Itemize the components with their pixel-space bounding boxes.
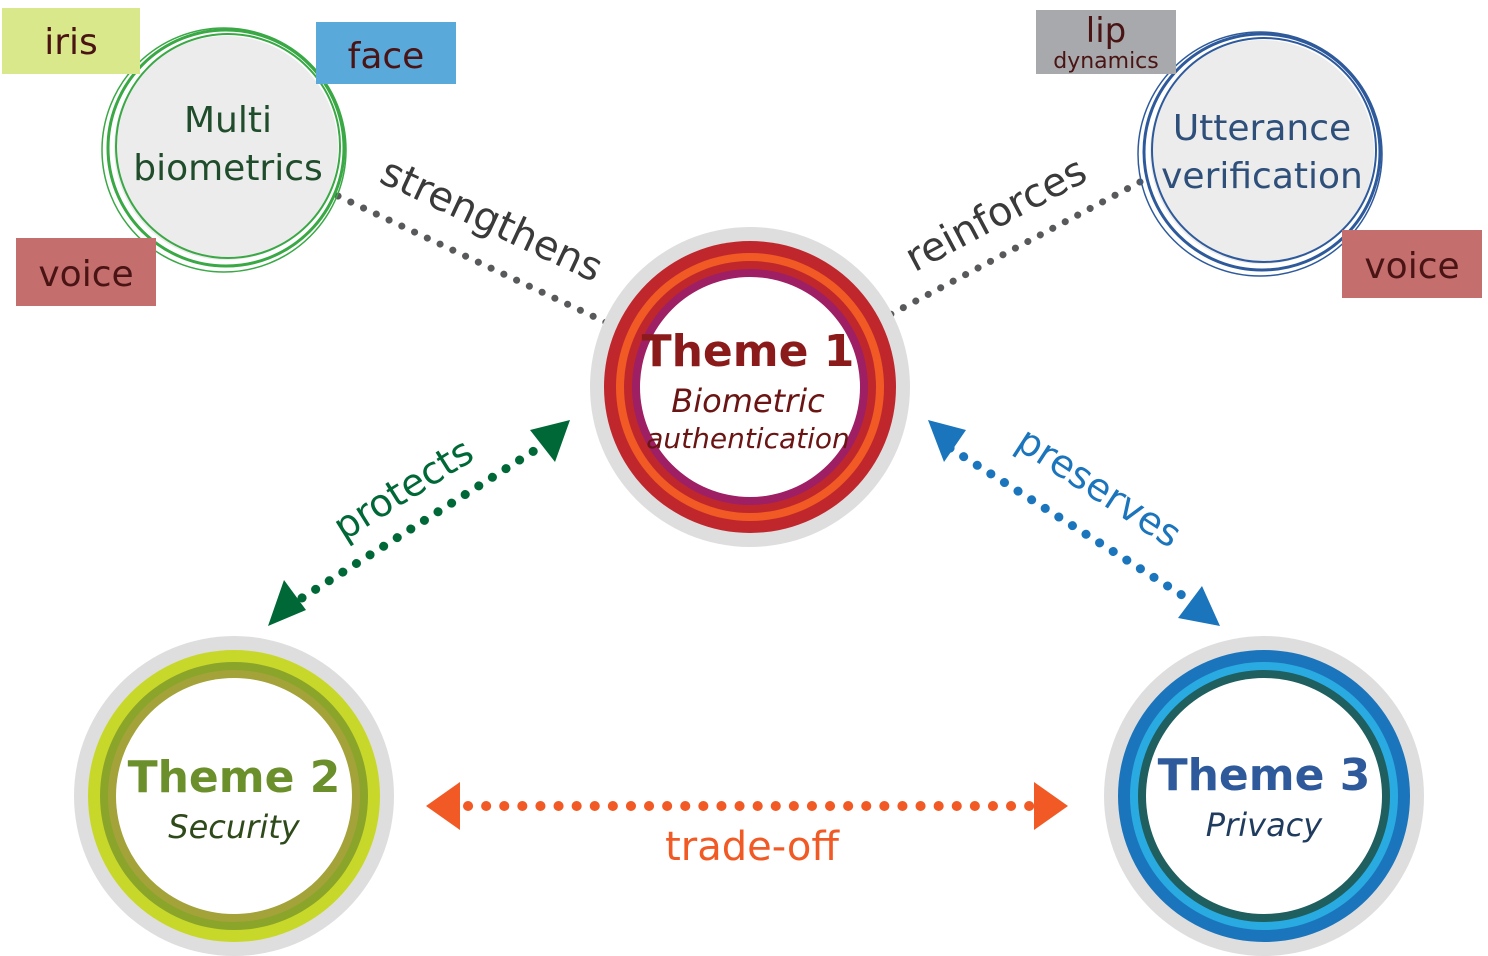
tag-lip-line2: dynamics (1053, 49, 1159, 74)
utterance-line1: Utterance (1173, 108, 1351, 149)
tag-face: face (316, 22, 456, 84)
theme2-title: Theme 2 (128, 752, 341, 803)
preserves-arrowhead-bottom (1178, 586, 1220, 626)
tradeoff-arrowhead-right (1034, 782, 1068, 830)
multi-biometrics-line2: biometrics (133, 148, 323, 189)
preserves-arrow (928, 420, 1220, 626)
reinforces-label: reinforces (898, 148, 1095, 282)
tag-face-text: face (348, 36, 425, 77)
theme3-subtitle: Privacy (1206, 806, 1323, 844)
theme1-subtitle-line2: authentication (646, 422, 850, 455)
strengthens-connector (334, 192, 622, 332)
tag-lip-dynamics: lip dynamics (1036, 10, 1176, 74)
tradeoff-arrowhead-left (426, 782, 460, 830)
tag-voice-left: voice (16, 238, 156, 306)
tag-lip-line1: lip (1086, 11, 1126, 51)
utterance-line2: verification (1161, 156, 1363, 197)
tag-iris-text: iris (44, 22, 98, 63)
tag-voice-right-text: voice (1364, 246, 1459, 287)
theme2-subtitle: Security (168, 808, 300, 846)
theme3-title: Theme 3 (1158, 750, 1371, 801)
preserves-label: preserves (1009, 418, 1190, 557)
tag-voice-right: voice (1342, 230, 1482, 298)
protects-arrowhead-bottom (268, 580, 306, 626)
protects-label: protects (325, 429, 481, 549)
theme1-node: Theme 1 Biometric authentication (590, 227, 910, 547)
multi-biometrics-line1: Multi (184, 100, 272, 141)
tradeoff-arrow (426, 782, 1068, 830)
theme1-subtitle-line1: Biometric (671, 382, 825, 420)
tradeoff-label: trade-off (665, 824, 840, 870)
multi-biometrics-node: Multi biometrics (101, 27, 347, 273)
tag-voice-left-text: voice (38, 254, 133, 295)
protects-arrowhead-top (530, 420, 570, 462)
theme1-title: Theme 1 (642, 326, 855, 377)
protects-arrow (268, 420, 570, 626)
preserves-arrowhead-top (928, 420, 966, 462)
theme3-node: Theme 3 Privacy (1104, 636, 1424, 956)
tag-iris: iris (2, 8, 140, 74)
utterance-verification-node: Utterance verification (1137, 31, 1383, 277)
theme2-node: Theme 2 Security (74, 636, 394, 956)
